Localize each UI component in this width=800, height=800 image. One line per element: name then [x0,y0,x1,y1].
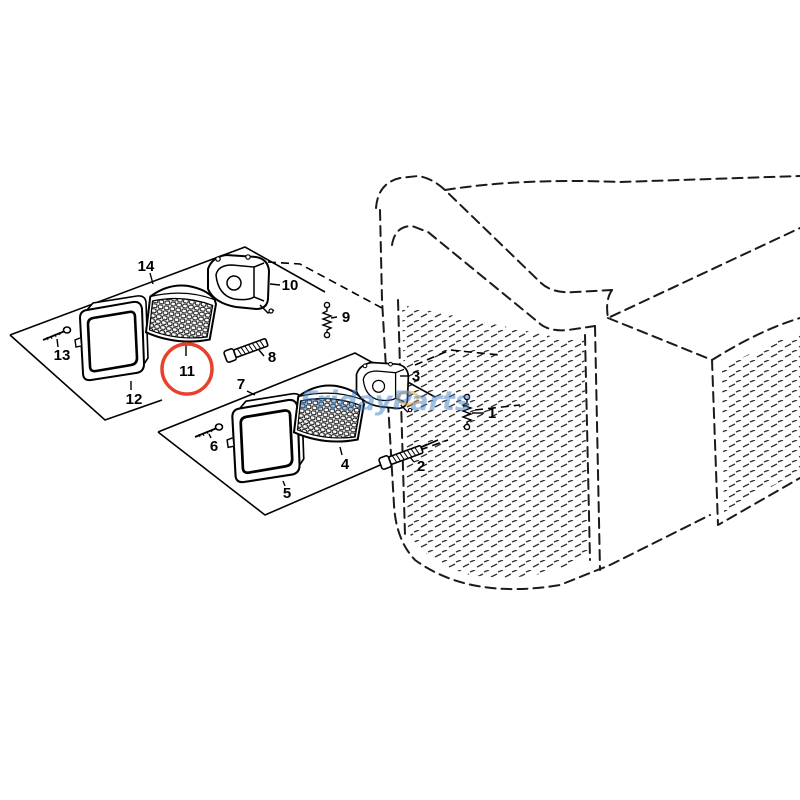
headlight-frame-5 [225,392,306,484]
hood-top-edge [444,175,800,191]
callout-4: 4 [341,456,350,473]
hood-corner-post [594,325,601,571]
watermark-accent [396,390,420,406]
spring-9 [322,301,332,339]
grille-hatch-front [402,305,588,578]
watermark-text: FridayParts [300,386,471,417]
screw-13 [42,326,72,341]
headlight-lens-11 [142,278,220,348]
upper-headlight-parts [42,253,332,382]
upper-assembly-box [9,246,326,421]
callout-9: 9 [342,309,350,326]
callout-5: 5 [283,485,291,502]
callout-12: 12 [126,391,143,408]
callout-2: 2 [417,458,425,475]
grille-left-edge [397,299,406,536]
callout-13: 13 [54,347,71,364]
adjuster-bolt-8 [222,335,270,364]
watermark-logo: FridayParts [300,386,471,417]
leader-lines [56,272,484,487]
callout-8: 8 [268,349,276,366]
side-panel-outline [607,317,800,526]
headlight-housing-10 [207,253,275,314]
callout-10: 10 [282,277,299,294]
callout-labels: 1 2 3 4 5 6 7 8 9 10 11 12 13 14 [54,258,497,502]
callout-3: 3 [412,368,420,385]
hood-front-edge [375,175,613,294]
highlight-circle [160,342,214,396]
grille-hatch-side [722,333,800,515]
grille-right-edge [584,334,591,561]
tractor-hood-outline [375,175,800,591]
callout-7: 7 [237,376,245,393]
callout-6: 6 [210,438,218,455]
callout-11: 11 [179,363,195,380]
headlight-frame-12 [73,294,150,382]
alignment-lines [267,261,521,451]
hood-left-side [379,209,711,591]
hood-side-top [606,227,800,319]
callout-1: 1 [488,405,496,422]
callout-14: 14 [138,258,155,275]
grille-top-edge [391,225,596,332]
